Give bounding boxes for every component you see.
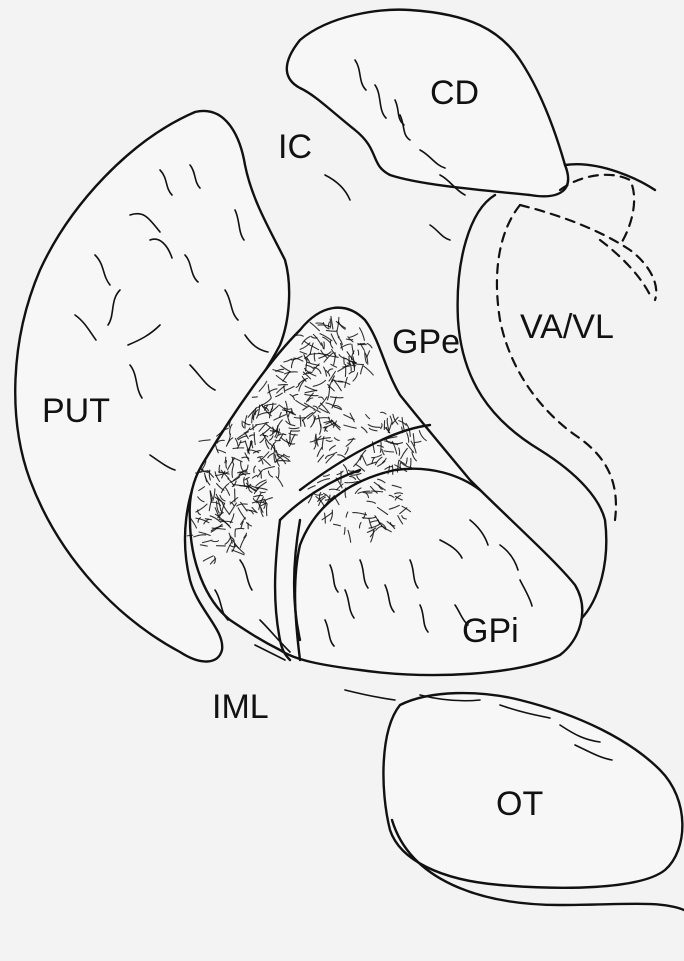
- dense-fiber: [252, 397, 257, 398]
- va-vl-boundary: [497, 205, 616, 520]
- dense-fiber: [276, 461, 289, 462]
- dense-fiber: [372, 491, 383, 492]
- label-ot: OT: [496, 785, 543, 823]
- dense-fiber: [278, 385, 287, 386]
- label-put: PUT: [42, 392, 110, 430]
- label-gpi: GPi: [462, 612, 519, 650]
- label-vavl: VA/VL: [520, 308, 614, 346]
- caudate-outline: [287, 10, 568, 197]
- label-ic: IC: [278, 128, 312, 166]
- label-cd: CD: [430, 74, 479, 112]
- dense-fiber: [267, 504, 268, 516]
- label-gpe: GPe: [392, 323, 460, 361]
- dense-fiber: [275, 440, 280, 441]
- label-iml: IML: [212, 688, 269, 726]
